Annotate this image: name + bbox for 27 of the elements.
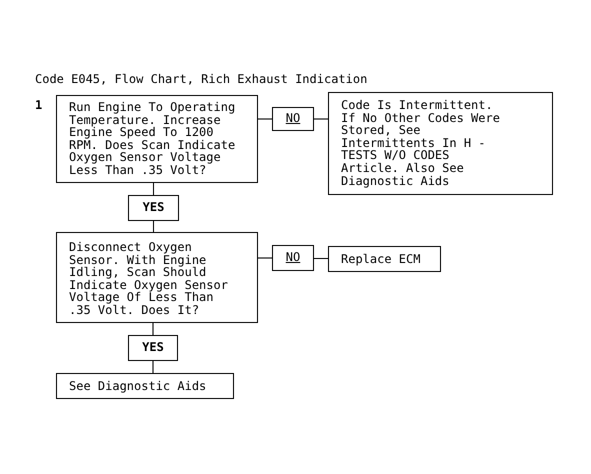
step-text: Code Is Intermittent. If No Other Codes Were Stored, See Intermittents In H - TESTS W/O CODES Article. Also See Diagnostic Aids	[341, 99, 501, 188]
no-label: NO	[284, 112, 302, 125]
chart-title: Code E045, Flow Chart, Rich Exhaust Indication	[35, 72, 368, 86]
step-box	[56, 232, 258, 323]
step-box	[56, 373, 234, 399]
step-text: Run Engine To Operating Temperature. Increase Engine Speed To 1200 RPM. Does Scan Indicate Oxygen Sensor Voltage Less Than .35 Volt?	[69, 101, 236, 177]
step-text: Replace ECM	[341, 253, 422, 266]
yes-label: YES	[141, 341, 165, 354]
connector-line	[153, 182, 154, 196]
connector-line	[258, 118, 272, 120]
connector-line	[314, 118, 328, 120]
no-answer-box	[272, 245, 314, 271]
no-label: NO	[284, 251, 302, 264]
step-number: 1	[35, 98, 42, 112]
step-text: Disconnect Oxygen Sensor. With Engine Idling, Scan Should Indicate Oxygen Sensor Voltage Of Less Than .35 Volt. Does It?	[69, 241, 229, 317]
step-box	[56, 95, 258, 183]
no-answer-box	[272, 107, 314, 131]
connector-line	[314, 258, 328, 259]
step-box	[328, 92, 553, 195]
connector-line	[152, 322, 154, 336]
yes-answer-box	[128, 195, 179, 221]
yes-label: YES	[142, 201, 166, 214]
yes-answer-box	[128, 335, 178, 361]
step-text: See Diagnostic Aids	[69, 380, 208, 393]
connector-line	[152, 360, 154, 374]
connector-line	[153, 220, 154, 232]
step-box	[328, 246, 441, 272]
